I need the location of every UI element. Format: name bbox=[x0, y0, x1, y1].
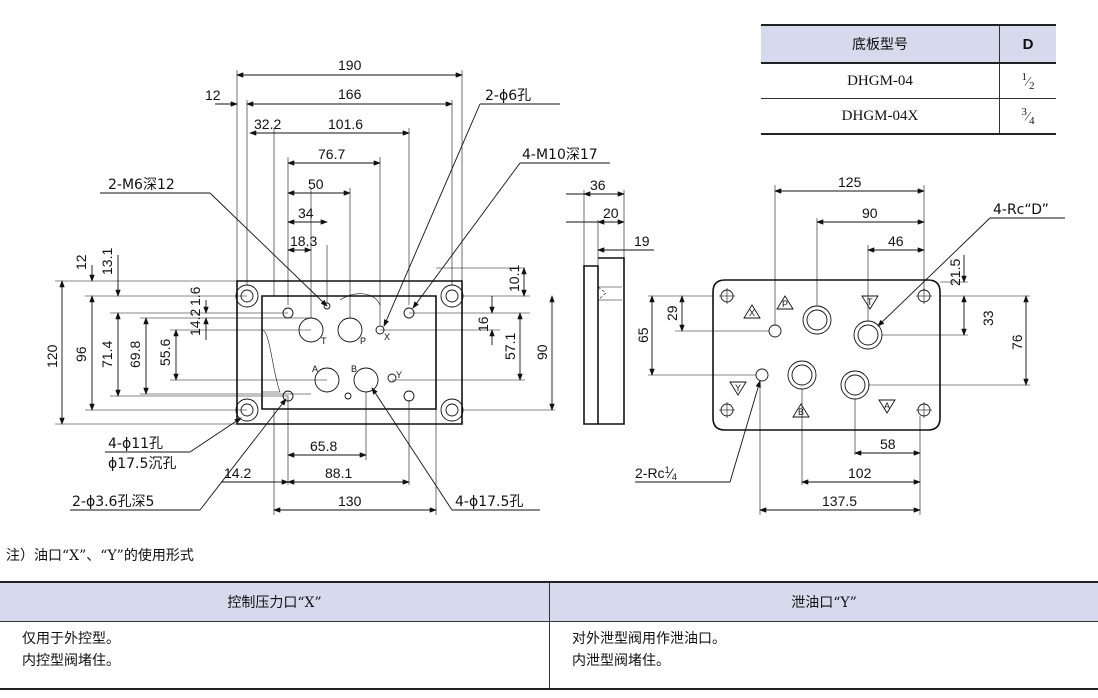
front-plate-outline bbox=[236, 280, 463, 425]
usage-line: 对外泄型阀用作泄油口。 bbox=[572, 631, 726, 647]
d-size-cell: 3⁄4 bbox=[999, 98, 1056, 135]
dim-69-8: 69.8 bbox=[127, 341, 143, 368]
usage-line: 内泄型阀堵住。 bbox=[572, 653, 670, 669]
callout-m6: 2-M6深12 bbox=[108, 177, 175, 193]
dim-55-6: 55.6 bbox=[157, 339, 173, 366]
callout-phi3-6: 2-ϕ3.6孔深5 bbox=[72, 494, 154, 510]
port-label-B: B bbox=[351, 364, 357, 374]
bottom-port-P: P bbox=[782, 299, 788, 309]
dim-16: 16 bbox=[475, 316, 491, 332]
dim-130: 130 bbox=[338, 493, 362, 509]
bottom-port-T: T bbox=[867, 297, 873, 307]
dim-32-2: 32.2 bbox=[254, 116, 281, 132]
callout-phi17-5: 4-ϕ17.5孔 bbox=[455, 494, 523, 510]
bottom-port-X: X bbox=[749, 308, 755, 318]
port-usage-table: 控制压力口“X” 泄油口“Y” 仅用于外控型。 内控型阀堵住。 对外泄型阀用作泄… bbox=[0, 581, 1098, 690]
side-view: 36 20 19 bbox=[566, 177, 654, 425]
header-drain-port-y: 泄油口“Y” bbox=[549, 581, 1098, 622]
dim-29: 29 bbox=[664, 305, 680, 321]
dim-71-4: 71.4 bbox=[99, 341, 115, 368]
bottom-view: X P T Y B A 125 90 bbox=[635, 174, 1065, 515]
port-label-A: A bbox=[312, 364, 318, 374]
dim-125: 125 bbox=[838, 174, 862, 190]
bottom-port-A: A bbox=[884, 401, 890, 411]
usage-line: 仅用于外控型。 bbox=[22, 631, 120, 647]
bottom-port-B: B bbox=[798, 407, 804, 417]
dim-46: 46 bbox=[888, 233, 904, 249]
callout-phi11: 4-ϕ11孔 bbox=[108, 436, 163, 452]
callout-rc-quarter: 2-Rc1⁄4 bbox=[635, 465, 677, 482]
bottom-callouts: 4-Rc“D” 2-Rc1⁄4 bbox=[635, 202, 1065, 483]
dim-1-6: 1.6 bbox=[187, 286, 203, 306]
usage-line: 内控型阀堵住。 bbox=[22, 653, 120, 669]
dim-65-8: 65.8 bbox=[310, 438, 337, 454]
header-d: D bbox=[999, 24, 1056, 64]
port-label-X: X bbox=[384, 332, 390, 342]
callout-m10: 4-M10深17 bbox=[522, 147, 598, 163]
dim-102: 102 bbox=[848, 465, 872, 481]
drain-port-usage-cell: 对外泄型阀用作泄油口。 内泄型阀堵住。 bbox=[549, 621, 1098, 690]
dim-18-3: 18.3 bbox=[290, 233, 317, 249]
mounting-holes bbox=[235, 284, 464, 422]
dim-10-1: 10.1 bbox=[506, 265, 522, 292]
port-label-Y: Y bbox=[396, 370, 402, 380]
dim-65: 65 bbox=[635, 327, 651, 343]
bottom-port-markers bbox=[729, 295, 896, 418]
callout-rc-d: 4-Rc“D” bbox=[993, 202, 1049, 218]
control-port-usage-cell: 仅用于外控型。 内控型阀堵住。 bbox=[0, 621, 550, 690]
dim-14-2-left: 14.2 bbox=[187, 309, 203, 336]
dim-76: 76 bbox=[1009, 334, 1025, 350]
dim-190: 190 bbox=[338, 57, 362, 73]
dim-12-top: 12 bbox=[205, 87, 221, 103]
dim-21-5: 21.5 bbox=[947, 259, 963, 286]
dim-120: 120 bbox=[44, 344, 60, 368]
table-row: 仅用于外控型。 内控型阀堵住。 对外泄型阀用作泄油口。 内泄型阀堵住。 bbox=[0, 621, 1098, 690]
front-right-dims: 10.1 16 57.1 90 bbox=[475, 265, 555, 411]
header-plate-model: 底板型号 bbox=[761, 24, 1000, 64]
port-label-P: P bbox=[360, 336, 366, 346]
front-bottom-dims: 65.8 14.2 88.1 130 bbox=[222, 438, 437, 513]
model-cell: DHGM-04 bbox=[761, 63, 1000, 99]
d-size-cell: 1⁄2 bbox=[999, 63, 1056, 99]
dim-20: 20 bbox=[603, 205, 619, 221]
dim-36: 36 bbox=[590, 177, 606, 193]
dim-13-1: 13.1 bbox=[99, 248, 115, 275]
dim-58: 58 bbox=[880, 436, 896, 452]
usage-note: 注）油口“X”、“Y”的使用形式 bbox=[6, 548, 194, 564]
bottom-corner-holes bbox=[719, 288, 932, 418]
bottom-dims: 125 90 46 21.5 33 76 29 65 58 102 137.5 bbox=[635, 174, 1029, 513]
table-row: DHGM-04X 3⁄4 bbox=[761, 98, 1056, 135]
front-left-dims: 120 96 71.4 69.8 55.6 12 13.1 1.6 14.2 bbox=[44, 248, 209, 425]
dim-57-1: 57.1 bbox=[502, 333, 518, 360]
header-control-port-x: 控制压力口“X” bbox=[0, 581, 550, 622]
dim-88-1: 88.1 bbox=[325, 465, 352, 481]
front-view: T P X A B Y 190 12 166 32.2 101.6 76.7 bbox=[44, 57, 610, 515]
technical-drawing: T P X A B Y 190 12 166 32.2 101.6 76.7 bbox=[44, 57, 1065, 515]
dim-166: 166 bbox=[338, 86, 362, 102]
dim-14-2-bottom: 14.2 bbox=[224, 465, 251, 481]
dim-76-7: 76.7 bbox=[318, 146, 345, 162]
front-ports bbox=[298, 293, 397, 400]
dim-50: 50 bbox=[308, 176, 324, 192]
bottom-port-Y: Y bbox=[735, 383, 741, 393]
dim-90-bottom: 90 bbox=[862, 205, 878, 221]
front-top-dims: 190 12 166 32.2 101.6 76.7 50 34 18.3 bbox=[205, 57, 463, 253]
dim-34: 34 bbox=[298, 205, 314, 221]
table-row: DHGM-04 1⁄2 bbox=[761, 63, 1056, 99]
dim-33: 33 bbox=[980, 310, 996, 326]
plate-model-table-header: 底板型号 D bbox=[761, 24, 1056, 64]
dim-96: 96 bbox=[73, 346, 89, 362]
dim-101-6: 101.6 bbox=[328, 116, 363, 132]
plate-model-table: 底板型号 D DHGM-04 1⁄2 DHGM-04X 3⁄4 bbox=[761, 24, 1056, 135]
dim-12-left: 12 bbox=[73, 254, 89, 270]
callout-phi17-5-counterbore: ϕ17.5沉孔 bbox=[108, 456, 176, 472]
dim-90: 90 bbox=[534, 344, 550, 360]
callout-phi6: 2-ϕ6孔 bbox=[485, 88, 531, 104]
front-callouts: 2-M6深12 2-ϕ6孔 4-M10深17 4-ϕ11孔 ϕ17.5沉孔 2-… bbox=[70, 88, 610, 511]
dim-19: 19 bbox=[634, 233, 650, 249]
model-cell: DHGM-04X bbox=[761, 98, 1000, 135]
port-label-T: T bbox=[321, 336, 327, 346]
dim-137-5: 137.5 bbox=[822, 493, 857, 509]
